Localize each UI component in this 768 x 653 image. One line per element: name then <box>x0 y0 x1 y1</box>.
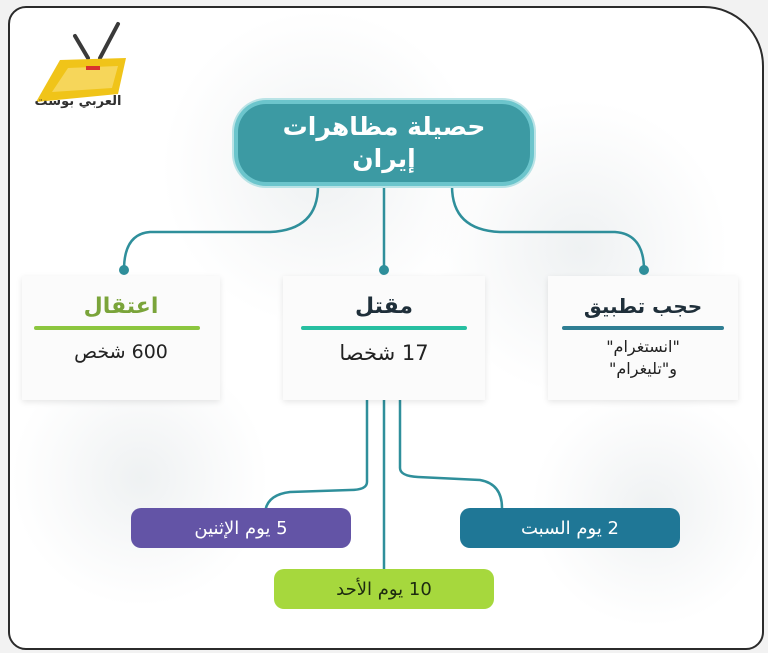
card-arrests-label: اعتقال <box>83 294 159 319</box>
card-killed-detail: 17 شخصا <box>339 341 429 365</box>
tv-logo-icon <box>36 22 126 102</box>
pill-sunday: 10 يوم الأحد <box>274 569 494 609</box>
connector-right <box>450 185 646 271</box>
connector-dot-center <box>379 265 389 275</box>
diagram-title: حصيلة مظاهرات إيران <box>238 104 530 182</box>
brand-logo <box>30 18 140 113</box>
card-app-ban-detail-line2: و"تليغرام" <box>609 359 677 378</box>
card-app-ban-detail-line1: "انستغرام" <box>606 337 680 356</box>
card-killed-label: مقتل <box>354 294 414 319</box>
card-killed-underline <box>301 326 467 330</box>
card-arrests-underline <box>34 326 200 330</box>
title-line-2: إيران <box>352 144 416 173</box>
card-arrests: اعتقال 600 شخص <box>22 276 220 400</box>
brand-name: العربي بوست <box>34 94 122 109</box>
card-arrests-detail: 600 شخص <box>74 341 168 363</box>
pill-monday: 5 يوم الإثنين <box>131 508 351 548</box>
connector-monday <box>263 400 369 516</box>
connector-saturday <box>398 400 504 509</box>
title-line-1: حصيلة مظاهرات <box>282 112 486 141</box>
card-app-ban-label: حجب تطبيق <box>583 294 703 318</box>
card-app-ban-underline <box>562 326 724 330</box>
card-app-ban-detail: "انستغرام" و"تليغرام" <box>548 336 738 380</box>
pill-saturday: 2 يوم السبت <box>460 508 680 548</box>
card-killed: مقتل 17 شخصا <box>283 276 485 400</box>
connector-dot-left <box>119 265 129 275</box>
connector-dot-right <box>639 265 649 275</box>
card-app-ban: حجب تطبيق "انستغرام" و"تليغرام" <box>548 276 738 400</box>
connector-left <box>122 185 320 271</box>
